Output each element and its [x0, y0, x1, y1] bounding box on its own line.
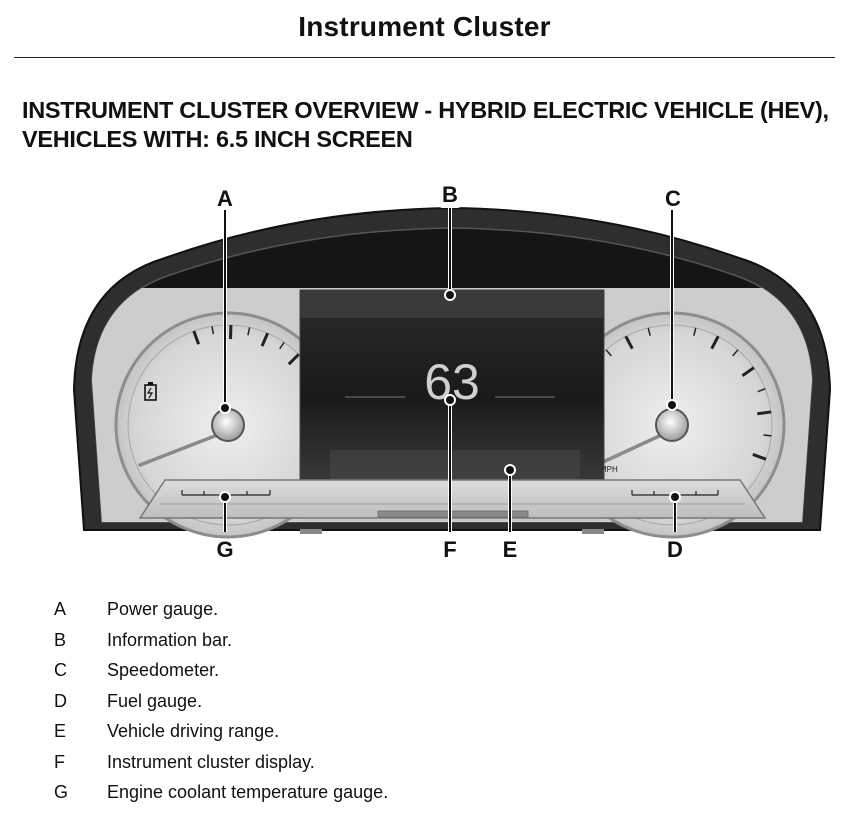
callout-f: F: [443, 537, 456, 562]
legend-text: Vehicle driving range.: [107, 721, 280, 741]
legend-text: Speedometer.: [107, 660, 220, 680]
dial-tick: [710, 335, 720, 350]
dial-tick: [605, 349, 612, 357]
dial-tick: [279, 341, 285, 350]
instrument-cluster-illustration: MPH 63: [72, 180, 832, 562]
legend-item: B Information bar.: [54, 627, 814, 658]
instrument-cluster-figure: MPH 63: [0, 180, 852, 570]
dial-tick: [211, 326, 215, 335]
legend-item: A Power gauge.: [54, 596, 814, 627]
callout-c: C: [665, 186, 681, 211]
legend-letter: C: [54, 660, 67, 680]
dial-tick: [752, 453, 767, 461]
dial-tick: [757, 410, 772, 416]
legend-text: Fuel gauge.: [107, 690, 203, 711]
dial-tick: [647, 327, 651, 336]
callout-legend: A Power gauge. B Information bar. C Spee…: [54, 596, 814, 810]
legend-text: Power gauge.: [107, 599, 219, 619]
dial-tick: [260, 332, 269, 347]
section-title: INSTRUMENT CLUSTER OVERVIEW - HYBRID ELE…: [22, 97, 829, 152]
legend-letter: E: [54, 721, 67, 741]
dial-tick: [763, 434, 772, 437]
legend-item: E Vehicle driving range.: [54, 718, 814, 749]
legend-item: G Engine coolant temperature gauge.: [54, 779, 814, 810]
battery-icon: [144, 382, 157, 401]
dial-tick: [247, 327, 251, 336]
page-header: Instrument Cluster: [14, 0, 835, 58]
legend-letter: D: [54, 690, 67, 711]
dial-tick: [693, 327, 697, 336]
legend-letter: F: [54, 751, 65, 772]
callout-a: A: [217, 186, 233, 211]
legend-letter: A: [54, 599, 67, 619]
legend-text: Information bar.: [107, 629, 233, 650]
legend-item: D Fuel gauge.: [54, 688, 814, 719]
dial-tick: [192, 330, 200, 345]
dial-tick: [732, 349, 739, 357]
legend-item: F Instrument cluster display.: [54, 749, 814, 780]
bottom-gauge-strip: [138, 479, 767, 519]
callout-e: E: [503, 537, 518, 562]
legend-letter: G: [54, 782, 69, 802]
legend-letter: B: [54, 629, 67, 650]
callout-d: D: [667, 537, 683, 562]
legend-text: Instrument cluster display.: [107, 751, 315, 772]
callout-b: B: [442, 182, 458, 207]
dial-tick: [287, 353, 300, 366]
legend-text: Engine coolant temperature gauge.: [107, 782, 389, 802]
dial-tick: [624, 335, 634, 350]
legend-item: C Speedometer.: [54, 657, 814, 688]
mph-label: MPH: [600, 465, 618, 474]
dial-tick: [741, 366, 755, 377]
callout-g: G: [216, 537, 233, 562]
dial-tick: [757, 388, 766, 393]
page-title: Instrument Cluster: [298, 11, 551, 42]
